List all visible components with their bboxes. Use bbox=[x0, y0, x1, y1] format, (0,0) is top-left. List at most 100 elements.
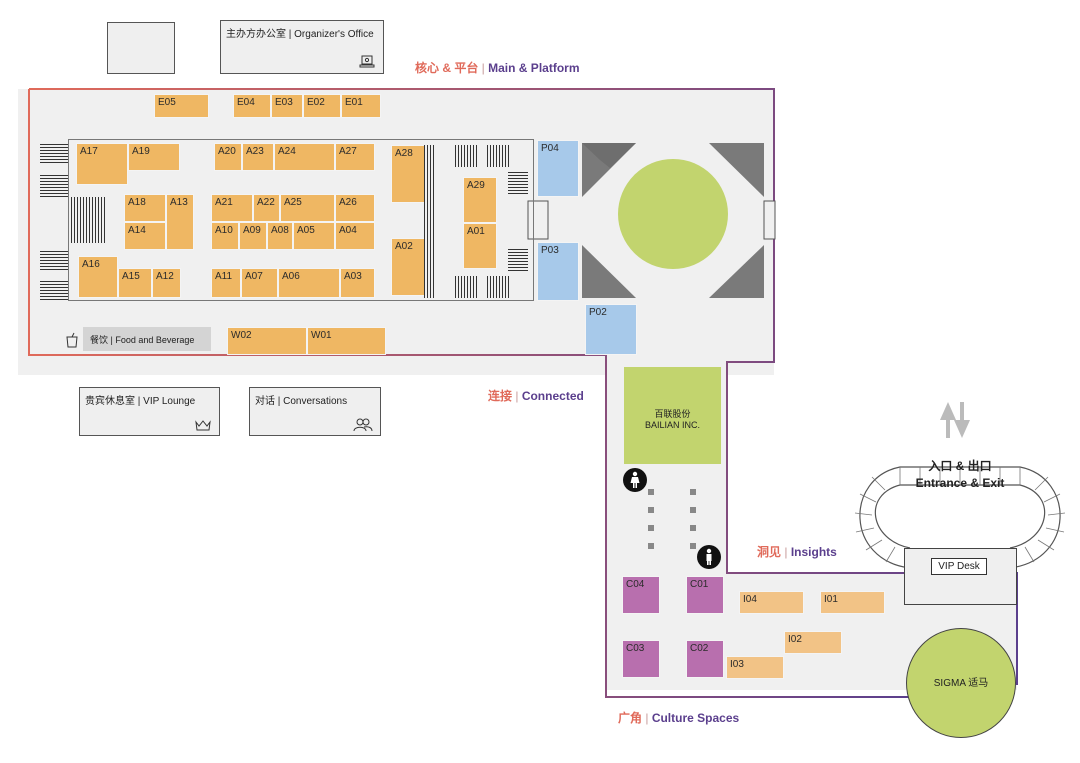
booth-P04[interactable]: P04 bbox=[537, 140, 579, 197]
pillar bbox=[690, 543, 696, 549]
booth-E04[interactable]: E04 bbox=[233, 94, 271, 118]
booth-W01[interactable]: W01 bbox=[307, 327, 386, 355]
booth-A23[interactable]: A23 bbox=[242, 143, 274, 171]
pillar bbox=[690, 507, 696, 513]
booth-I03[interactable]: I03 bbox=[726, 656, 784, 679]
laptop-icon bbox=[359, 55, 375, 68]
shelf-fixture bbox=[455, 276, 477, 298]
shelf-fixture bbox=[455, 145, 477, 167]
booth-C01[interactable]: C01 bbox=[686, 576, 724, 614]
booth-A14[interactable]: A14 bbox=[124, 222, 166, 250]
pillar bbox=[648, 543, 654, 549]
booth-E05[interactable]: E05 bbox=[154, 94, 209, 118]
booth-A16[interactable]: A16 bbox=[78, 256, 118, 298]
entrance-label-en: Entrance & Exit bbox=[915, 476, 1005, 490]
shelf-fixture bbox=[424, 145, 434, 298]
booth-A20[interactable]: A20 bbox=[214, 143, 242, 171]
booth-A11[interactable]: A11 bbox=[211, 268, 241, 298]
booth-A12[interactable]: A12 bbox=[152, 268, 181, 298]
crown-icon bbox=[195, 420, 211, 431]
booth-A27[interactable]: A27 bbox=[335, 143, 375, 171]
female-restroom-icon bbox=[623, 468, 647, 492]
vip-lounge-label: 贵宾休息室 | VIP Lounge bbox=[85, 396, 196, 407]
exhibit-area-outline bbox=[68, 139, 534, 301]
zone-label-culture: 广角 | Culture Spaces bbox=[618, 711, 740, 725]
booth-I02[interactable]: I02 bbox=[784, 631, 842, 654]
conversations-room[interactable]: 对话 | Conversations bbox=[249, 387, 381, 436]
booth-A08[interactable]: A08 bbox=[267, 222, 293, 250]
pillar bbox=[690, 489, 696, 495]
booth-A04[interactable]: A04 bbox=[335, 222, 375, 250]
booth-A22[interactable]: A22 bbox=[253, 194, 280, 222]
booth-A18[interactable]: A18 bbox=[124, 194, 166, 222]
booth-W02[interactable]: W02 bbox=[227, 327, 307, 355]
booth-A24[interactable]: A24 bbox=[274, 143, 335, 171]
booth-A25[interactable]: A25 bbox=[280, 194, 335, 222]
booth-C02[interactable]: C02 bbox=[686, 640, 724, 678]
pillar bbox=[648, 525, 654, 531]
zone-label-insights: 洞见 | Insights bbox=[757, 545, 837, 559]
entrance-label: 入口 & 出口 Entrance & Exit bbox=[890, 458, 1030, 492]
organizer-office[interactable]: 主办方办公室 | Organizer's Office bbox=[220, 20, 384, 74]
booth-P02[interactable]: P02 bbox=[585, 304, 637, 355]
vip-desk[interactable]: VIP Desk bbox=[931, 558, 987, 575]
booth-A29[interactable]: A29 bbox=[463, 177, 497, 223]
shelf-fixture bbox=[508, 170, 528, 194]
bailian-booth[interactable]: 百联股份 BAILIAN INC. bbox=[624, 367, 721, 464]
bailian-en: BAILIAN INC. bbox=[644, 420, 700, 430]
pillar bbox=[648, 507, 654, 513]
shelf-fixture bbox=[71, 197, 105, 243]
booth-E01[interactable]: E01 bbox=[341, 94, 381, 118]
booth-A21[interactable]: A21 bbox=[211, 194, 253, 222]
vip-desk-label: VIP Desk bbox=[938, 561, 980, 572]
booth-I01[interactable]: I01 bbox=[820, 591, 885, 614]
people-icon bbox=[353, 418, 373, 432]
booth-A06[interactable]: A06 bbox=[278, 268, 340, 298]
shelf-fixture bbox=[40, 143, 68, 163]
booth-C04[interactable]: C04 bbox=[622, 576, 660, 614]
booth-A15[interactable]: A15 bbox=[118, 268, 152, 298]
conversations-label: 对话 | Conversations bbox=[255, 396, 348, 407]
booth-A05[interactable]: A05 bbox=[293, 222, 335, 250]
food-beverage-label: 餐饮 | Food and Beverage bbox=[90, 335, 195, 345]
booth-A03[interactable]: A03 bbox=[340, 268, 375, 298]
booth-E03[interactable]: E03 bbox=[271, 94, 303, 118]
vip-lounge[interactable]: 贵宾休息室 | VIP Lounge bbox=[79, 387, 220, 436]
booth-A10[interactable]: A10 bbox=[211, 222, 239, 250]
storage-room bbox=[107, 22, 175, 74]
sigma-label: SIGMA 适马 bbox=[933, 678, 989, 689]
shelf-fixture bbox=[508, 247, 528, 271]
shelf-fixture bbox=[40, 250, 68, 270]
entrance-label-cn: 入口 & 出口 bbox=[928, 459, 992, 473]
booth-P03[interactable]: P03 bbox=[537, 242, 579, 301]
booth-A02[interactable]: A02 bbox=[391, 238, 425, 296]
booth-A17[interactable]: A17 bbox=[76, 143, 128, 185]
booth-A13[interactable]: A13 bbox=[166, 194, 194, 250]
booth-A19[interactable]: A19 bbox=[128, 143, 180, 171]
booth-A26[interactable]: A26 bbox=[335, 194, 375, 222]
entrance-block bbox=[904, 548, 1017, 605]
bailian-cn: 百联股份 bbox=[654, 409, 691, 419]
booth-C03[interactable]: C03 bbox=[622, 640, 660, 678]
shelf-fixture bbox=[40, 175, 68, 197]
pillar bbox=[648, 489, 654, 495]
booth-A01[interactable]: A01 bbox=[463, 223, 497, 269]
organizer-office-label: 主办方办公室 | Organizer's Office bbox=[226, 29, 374, 40]
zone-label-main: 核心 & 平台 | Main & Platform bbox=[415, 61, 580, 75]
booth-A28[interactable]: A28 bbox=[391, 145, 425, 203]
shelf-fixture bbox=[487, 276, 509, 298]
booth-A07[interactable]: A07 bbox=[241, 268, 278, 298]
booth-E02[interactable]: E02 bbox=[303, 94, 341, 118]
shelf-fixture bbox=[487, 145, 509, 167]
zone-label-connected: 连接 | Connected bbox=[488, 389, 584, 403]
drink-icon bbox=[66, 332, 78, 348]
main-stage-circle bbox=[618, 159, 728, 269]
sigma-booth[interactable]: SIGMA 适马 bbox=[906, 628, 1016, 738]
booth-I04[interactable]: I04 bbox=[739, 591, 804, 614]
shelf-fixture bbox=[40, 280, 68, 300]
pillar bbox=[690, 525, 696, 531]
male-restroom-icon bbox=[697, 545, 721, 569]
booth-A09[interactable]: A09 bbox=[239, 222, 267, 250]
food-beverage-area[interactable]: 餐饮 | Food and Beverage bbox=[83, 327, 211, 351]
